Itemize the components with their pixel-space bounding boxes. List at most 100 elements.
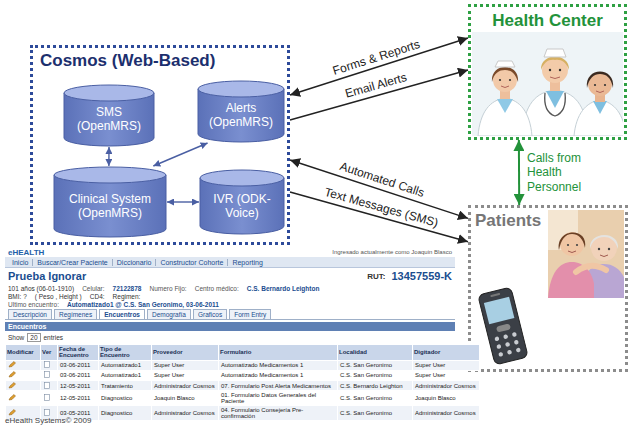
field-key: ( Peso , Height ) xyxy=(35,293,82,300)
table-row: 03-06-2011Automatizado1Super UserAutomat… xyxy=(6,360,480,370)
column-header: Modificar xyxy=(6,345,41,361)
table-header-row: ModificarVerFecha de EncuentroTipo de En… xyxy=(6,345,480,361)
table-cell: 03-06-2011 xyxy=(58,370,99,380)
table-cell: Joaquin Blasco xyxy=(413,391,480,406)
edit-icon xyxy=(8,394,16,401)
app-screenshot: eHEALTH Ingresado actualmente como Joaqui… xyxy=(5,247,455,422)
view-icon-cell xyxy=(41,391,58,406)
table-cell: Super User xyxy=(152,360,219,370)
login-status: Ingresado actualmente como Joaquin Blasc… xyxy=(332,249,452,255)
section-bar: Encuentros xyxy=(5,322,455,331)
box-title: Patients xyxy=(471,208,625,231)
table-cell: Joaquin Blasco xyxy=(152,391,219,406)
field-value: 13457559-K xyxy=(391,270,452,282)
table-cell: Diagnostico xyxy=(99,391,152,406)
field-key: CD4: xyxy=(90,293,105,300)
column-header: Ver xyxy=(41,345,58,361)
actor-box: Health Center xyxy=(468,4,627,140)
view-icon xyxy=(43,371,51,378)
menu-item: Reporting xyxy=(227,259,266,266)
column-header: Localidad xyxy=(338,345,413,361)
column-header: Fecha de Encuentro xyxy=(58,345,99,361)
table-cell: 04. Formulario Consejería Pre-confirmaci… xyxy=(219,406,338,421)
patient-info: Ultimo encuentro: Automatizado1 @ C.S. Sa… xyxy=(5,300,455,308)
view-icon xyxy=(43,394,51,401)
field-value: C.S. Bernardo Leighton xyxy=(247,285,320,292)
edit-icon-cell xyxy=(6,360,41,370)
column-header: Tipo de Encuentro xyxy=(99,345,152,361)
node-label: IVR (ODK-Voice) xyxy=(203,193,281,221)
tab: Form Entry xyxy=(229,309,271,319)
edit-icon xyxy=(8,382,16,389)
connector-arrow xyxy=(167,201,199,202)
field-key: RUT: xyxy=(367,272,385,281)
table-cell: C.S. Bernardo Leighton xyxy=(338,381,413,391)
menu-item: Inicio xyxy=(8,259,32,266)
column-header: Proveedor xyxy=(152,345,219,361)
table-cell: Administrador Cosmos xyxy=(152,406,219,421)
table-cell: 01. Formulario Datos Generales del Pacie… xyxy=(219,391,338,406)
page-size-row: Show20entries xyxy=(5,333,455,342)
cylinder-body xyxy=(54,175,166,237)
edit-icon xyxy=(8,371,16,378)
menu-item: Diccionario xyxy=(112,259,156,266)
edge-label: Email Alerts xyxy=(344,70,409,101)
cylinder-top xyxy=(54,167,166,183)
cylinder-top xyxy=(200,170,284,186)
database-cylinder: IVR (ODK-Voice) xyxy=(199,169,285,235)
table-cell: 12-05-2011 xyxy=(58,381,99,391)
field-key: Centro médico: xyxy=(195,285,239,292)
tab: Descripción xyxy=(8,309,52,319)
table-cell: Automatizado Medicamentos 1 xyxy=(219,360,338,370)
field-value: 101 años (06-01-1910) xyxy=(8,285,74,292)
tab: Graficos xyxy=(193,309,227,319)
cylinder-top xyxy=(64,85,154,101)
edit-icon xyxy=(8,361,16,368)
table-cell: Administrador Cosmos xyxy=(152,381,219,391)
patient-info: 101 años (06-01-1910)Celular:72122878Num… xyxy=(5,284,455,292)
database-cylinder: Clinical System (OpenMRS) xyxy=(53,166,167,238)
table-cell: 03-06-2011 xyxy=(58,360,99,370)
edit-icon-cell xyxy=(6,391,41,406)
node-label: Alerts (OpenMRS) xyxy=(201,102,281,130)
field-value: Automatizado1 @ C.S. San Geronimo, 03-06… xyxy=(67,301,219,308)
table-cell: Diagnostico xyxy=(99,406,152,421)
control-text: entries xyxy=(44,334,64,341)
view-icon xyxy=(43,409,51,416)
table-row: 12-05-2011TratamientoAdministrador Cosmo… xyxy=(6,381,480,391)
table-cell: 07. Formulario Post Alerta Medicamentos xyxy=(219,381,338,391)
edge-label: Calls from Health Personnel xyxy=(527,151,601,194)
edit-icon-cell xyxy=(6,370,41,380)
text-area: IVR (ODK-Voice) xyxy=(203,187,281,226)
table-cell: Tratamiento xyxy=(99,381,152,391)
edit-icon xyxy=(8,409,16,416)
node-label: SMS (OpenMRS) xyxy=(67,106,151,134)
view-icon-cell xyxy=(41,360,58,370)
tab: Regímenes xyxy=(54,309,97,319)
column-header: Digitador xyxy=(413,345,480,361)
table-cell: Automatizado1 xyxy=(99,360,152,370)
patients-photo xyxy=(548,210,624,298)
field-key: Celular: xyxy=(82,285,104,292)
table-cell: C.S. San Geronimo xyxy=(338,360,413,370)
table-row: 03-06-2011Automatizado1Super UserAutomat… xyxy=(6,370,480,380)
field-key: Regimen: xyxy=(113,293,141,300)
app-logo: eHEALTH xyxy=(8,248,44,257)
edge-label: Forms & Reports xyxy=(331,36,422,77)
system-boundary: Cosmos (Web-Based) SMS (OpenMRS) Alerts (O… xyxy=(30,45,290,245)
text-area: Clinical System (OpenMRS) xyxy=(57,184,163,229)
copyright-note: eHealth Systems© 2009 xyxy=(5,416,91,425)
connector-arrow xyxy=(108,147,110,166)
table-cell: Super User xyxy=(413,370,480,380)
encounter-table: ModificarVerFecha de EncuentroTipo de En… xyxy=(5,344,480,421)
field-key: Ultimo encuentro: xyxy=(8,301,59,308)
node-label: Clinical System (OpenMRS) xyxy=(57,193,163,221)
table-cell: Automatizado Medicamentos 1 xyxy=(219,370,338,380)
field-value: 72122878 xyxy=(113,285,142,292)
text-area: Alerts (OpenMRS) xyxy=(201,98,281,134)
column-header: Formulario xyxy=(219,345,338,361)
menu-item: Constructor Cohorte xyxy=(155,259,227,266)
table-cell: C.S. San Geronimo xyxy=(338,370,413,380)
group-title: Cosmos (Web-Based) xyxy=(33,48,287,71)
menu-bar: InicioBuscar/Crear PacienteDiccionarioCo… xyxy=(5,257,455,268)
